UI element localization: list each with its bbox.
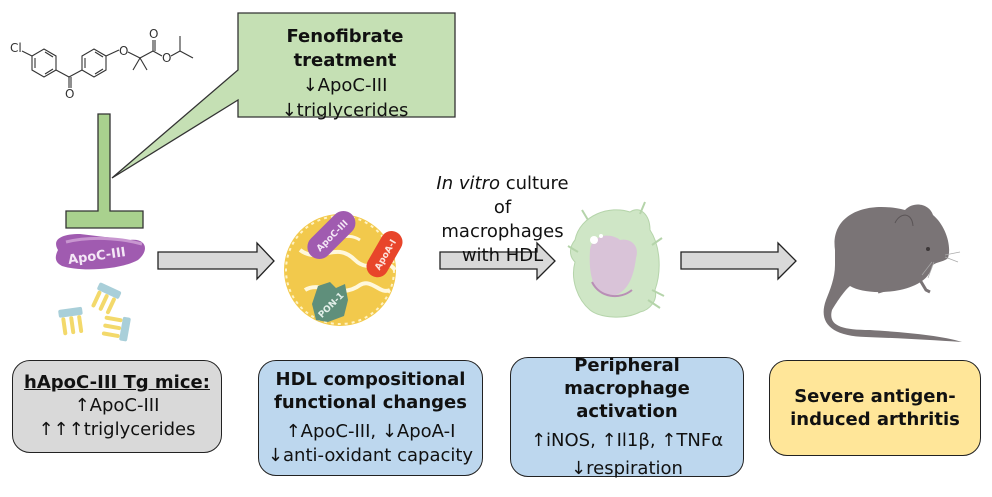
atom-label-o: O bbox=[162, 51, 171, 65]
arrow-right-icon bbox=[680, 241, 797, 281]
step-box-arthritis: Severe antigen- induced arthritis bbox=[769, 360, 981, 456]
atom-label-o: O bbox=[65, 87, 74, 101]
hdl-particle-icon: ApoC-III ApoA-I PON-1 bbox=[284, 210, 403, 326]
mouse-icon bbox=[823, 204, 962, 342]
fenofibrate-effect: ↓triglycerides bbox=[281, 100, 409, 121]
step-box-hdl-changes: HDL compositional functional changes ↑Ap… bbox=[258, 360, 483, 476]
fenofibrate-callout: Fenofibrate treatment ↓ApoC-III ↓triglyc… bbox=[237, 25, 453, 123]
apoc3-protein-icon: ApoC-III bbox=[55, 234, 145, 270]
caption-text: macrophages bbox=[441, 221, 564, 242]
inhibition-bar-icon bbox=[65, 113, 144, 229]
step-title: hApoC-III Tg mice: bbox=[24, 372, 210, 393]
arrow-right-icon bbox=[439, 241, 556, 281]
fenofibrate-structure-icon bbox=[21, 36, 194, 88]
atom-label-o: O bbox=[149, 27, 158, 41]
step-line: ↑ApoC-III, ↓ApoA-I bbox=[285, 421, 456, 442]
molecule-atom-labels: Cl O O O O bbox=[10, 27, 171, 101]
arrow-right-icon bbox=[157, 241, 275, 281]
step-line: ↑ApoC-III bbox=[74, 395, 160, 416]
step-line: ↑iNOS, ↑Il1β, ↑TNFα bbox=[530, 429, 724, 451]
caption-italic: In vitro bbox=[436, 173, 500, 194]
caption-text: culture of bbox=[493, 173, 569, 218]
fenofibrate-effect: ↓ApoC-III bbox=[302, 75, 388, 96]
fenofibrate-title: Fenofibrate treatment bbox=[286, 26, 404, 71]
atom-label-cl: Cl bbox=[10, 41, 22, 55]
phospholipid-icon bbox=[58, 282, 131, 342]
step-line: ↑↑↑triglycerides bbox=[38, 419, 196, 440]
fenofibrate-callout-shape bbox=[111, 12, 456, 179]
step-title: induced arthritis bbox=[790, 409, 960, 430]
step-line: ↓respiration bbox=[571, 457, 683, 479]
step-title: Peripheral macrophage bbox=[564, 354, 690, 399]
in-vitro-caption: In vitro culture of macrophages with HDL bbox=[430, 172, 575, 268]
step-title: HDL compositional bbox=[275, 369, 466, 390]
step-title: Severe antigen- bbox=[794, 386, 956, 407]
step-title: activation bbox=[576, 400, 678, 422]
atom-label-o: O bbox=[119, 44, 128, 58]
step-line: ↓anti-oxidant capacity bbox=[267, 445, 474, 466]
macrophage-cell-icon bbox=[567, 201, 665, 318]
step-title: functional changes bbox=[274, 392, 467, 413]
step-box-macrophage-activation: Peripheral macrophage activation ↑iNOS, … bbox=[510, 354, 744, 479]
step-box-tg-mice: hApoC-III Tg mice: ↑ApoC-III ↑↑↑triglyce… bbox=[12, 360, 222, 453]
caption-text: with HDL bbox=[461, 245, 544, 266]
